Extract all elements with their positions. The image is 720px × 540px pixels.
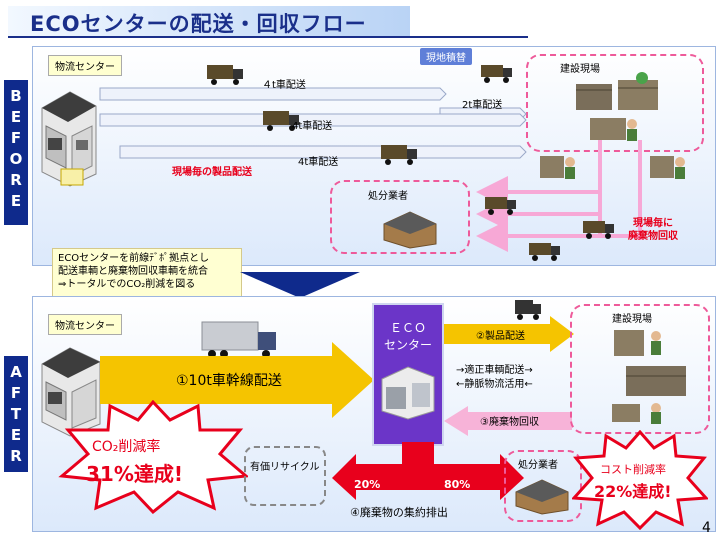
after-letter: R bbox=[10, 447, 22, 465]
page-title: ECOセンターの配送・回収フロー bbox=[30, 12, 367, 36]
reverse-logistics-label: ←静脈物流活用← bbox=[456, 379, 533, 390]
strategy-note-line: ⇒トータルでのCO₂削減を図る bbox=[58, 279, 196, 290]
truck-icon bbox=[515, 300, 541, 320]
route-label: 2t車配送 bbox=[462, 100, 503, 111]
eco-center-building-icon bbox=[381, 366, 435, 420]
before-letter: E bbox=[10, 108, 22, 126]
after-side-label: A F T E R bbox=[4, 356, 28, 472]
co2-reduction-label: CO₂削減率 bbox=[92, 439, 161, 455]
before-letter: F bbox=[10, 129, 22, 147]
per-site-delivery-label: 現場毎の製品配送 bbox=[172, 167, 252, 178]
cost-reduction-value: 22%達成! bbox=[594, 482, 672, 501]
strategy-note-line: ECOセンターを前線ﾃﾞﾎﾟ拠点とし bbox=[58, 253, 210, 264]
truck-icon bbox=[529, 243, 560, 261]
eco-center-box: ＥＣＯ センター bbox=[372, 303, 444, 446]
after-letter: F bbox=[10, 384, 22, 402]
truck-icon bbox=[207, 65, 243, 85]
split-arrow bbox=[332, 442, 524, 500]
route-label: 4t車配送 bbox=[298, 157, 339, 168]
before-letter: O bbox=[9, 150, 23, 168]
per-site-collection-line: 廃棄物回収 bbox=[628, 231, 678, 242]
before-disposal-box bbox=[330, 180, 470, 254]
page-number: 4 bbox=[702, 520, 711, 536]
after-letter: A bbox=[10, 363, 22, 381]
disposal-facility-icon bbox=[383, 211, 437, 249]
reverse-logistics-text: 静脈物流活用 bbox=[464, 379, 525, 390]
per-site-collection-line: 現場毎に bbox=[633, 218, 673, 229]
per-site-collection-label: 現場毎に 廃棄物回収 bbox=[628, 217, 678, 243]
after-letter: E bbox=[10, 426, 22, 444]
before-construction-site-label: 建設現場 bbox=[560, 64, 600, 75]
before-fence-icon bbox=[60, 168, 84, 186]
truck-icon bbox=[263, 111, 299, 131]
consolidated-discharge-label: ④廃棄物の集約排出 bbox=[350, 506, 448, 519]
construction-site-icon bbox=[576, 72, 658, 141]
trailer-truck-icon bbox=[201, 321, 276, 358]
construction-site-icon bbox=[540, 156, 575, 179]
eco-center-label: ＥＣＯ bbox=[389, 321, 426, 335]
before-warehouse-icon bbox=[41, 91, 97, 187]
before-disposal-label: 処分業者 bbox=[368, 191, 408, 202]
before-routes bbox=[99, 87, 642, 252]
down-arrow-icon bbox=[240, 272, 360, 298]
proper-vehicle-text: 適正車輌配送 bbox=[464, 365, 525, 376]
trunk-delivery-label: ①10t車幹線配送 bbox=[176, 373, 282, 389]
recycle-label: 有価リサイクル bbox=[250, 462, 320, 473]
title-underline bbox=[8, 36, 528, 38]
construction-site-icon bbox=[650, 156, 685, 179]
cost-reduction-label: コスト削減率 bbox=[600, 463, 666, 476]
route-label: ４t車配送 bbox=[262, 80, 306, 91]
trunk-delivery-arrow bbox=[100, 342, 374, 418]
before-letter: B bbox=[10, 87, 22, 105]
disposal-pct: 80% bbox=[444, 478, 471, 491]
recycle-box bbox=[244, 446, 326, 506]
before-logistics-center-label: 物流センター bbox=[48, 55, 122, 76]
product-delivery-label: ②製品配送 bbox=[476, 331, 525, 342]
after-logistics-center-label: 物流センター bbox=[48, 314, 122, 335]
strategy-note-line: 配送車輌と廃棄物回収車輌を統合 bbox=[58, 266, 208, 277]
waste-collection-arrow bbox=[444, 406, 572, 436]
truck-icon bbox=[485, 197, 516, 215]
before-construction-site-box bbox=[526, 54, 704, 152]
before-side-label: B E F O R E bbox=[4, 80, 28, 225]
recycle-pct: 20% bbox=[354, 478, 381, 491]
proper-vehicle-label: →適正車輌配送→ bbox=[456, 365, 533, 376]
after-letter: T bbox=[10, 405, 22, 423]
construction-site-icon bbox=[612, 330, 686, 424]
after-disposal-label: 処分業者 bbox=[518, 460, 558, 471]
eco-center-label: センター bbox=[383, 338, 432, 352]
site-stock-label: 現地積替 bbox=[420, 48, 472, 65]
truck-icon bbox=[583, 221, 614, 239]
co2-reduction-value: 31%達成! bbox=[86, 462, 183, 486]
product-delivery-arrow bbox=[444, 316, 574, 352]
strategy-note: ECOセンターを前線ﾃﾞﾎﾟ拠点とし 配送車輌と廃棄物回収車輌を統合 ⇒トータル… bbox=[52, 248, 242, 302]
truck-icon bbox=[481, 65, 512, 83]
title-banner: ECOセンターの配送・回収フロー bbox=[8, 6, 410, 36]
after-warehouse-icon bbox=[41, 347, 101, 437]
waste-collection-label: ③廃棄物回収 bbox=[480, 417, 539, 428]
before-letter: R bbox=[10, 171, 22, 189]
after-construction-site-label: 建設現場 bbox=[612, 314, 652, 325]
co2-burst bbox=[58, 400, 248, 514]
route-label: 4t車配送 bbox=[292, 121, 333, 132]
cost-burst bbox=[572, 430, 708, 530]
before-letter: E bbox=[10, 192, 22, 210]
disposal-facility-icon bbox=[515, 479, 569, 515]
truck-icon bbox=[381, 145, 417, 165]
after-disposal-box bbox=[504, 450, 582, 522]
